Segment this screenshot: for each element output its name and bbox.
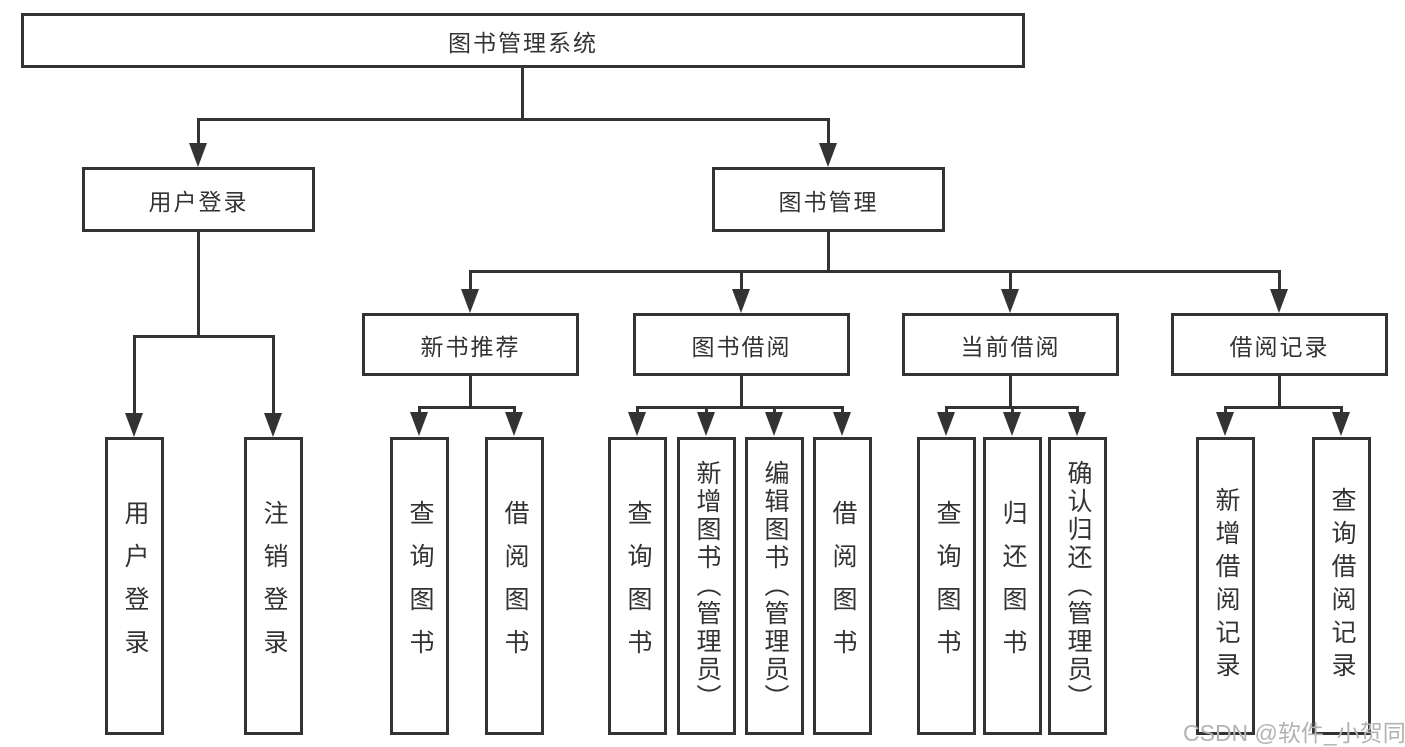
leaf-new-book-borrow-label: 借阅图书: [501, 500, 529, 672]
leaf-current-confirm-return-label: 确认归还（管理员）: [1064, 460, 1092, 712]
leaf-current-confirm-return: 确认归还（管理员）: [1048, 437, 1107, 735]
leaf-current-query-books: 查询图书: [917, 437, 976, 735]
connector-user-login-drop-2: [272, 335, 275, 415]
connector-user-login-drop-1: [133, 335, 136, 415]
leaf-current-return-books-label: 归还图书: [999, 500, 1027, 672]
connector-level3-drop-1: [469, 270, 472, 291]
leaf-borrow-add-books: 新增图书（管理员）: [677, 437, 736, 735]
leaf-user-login-label: 用户登录: [121, 500, 149, 672]
leaf-current-return-books: 归还图书: [983, 437, 1042, 735]
node-book-management: 图书管理: [712, 167, 945, 232]
arrowhead: [732, 289, 750, 313]
connector-book-borrow-drop-1: [636, 406, 639, 415]
leaf-user-login: 用户登录: [105, 437, 164, 735]
leaf-borrow-add-books-label: 新增图书（管理员）: [693, 460, 721, 712]
csdn-watermark: CSDN @软件_小贺同学: [1183, 720, 1405, 746]
leaf-records-add-label: 新增借阅记录: [1212, 487, 1240, 685]
leaf-borrow-edit-books: 编辑图书（管理员）: [745, 437, 804, 735]
arrowhead: [461, 289, 479, 313]
connector-book-borrow-drop-3: [773, 406, 776, 415]
leaf-borrow-edit-books-label: 编辑图书（管理员）: [761, 460, 789, 712]
node-current-borrowing-label: 当前借阅: [960, 333, 1061, 360]
node-root-label: 图书管理系统: [448, 29, 598, 56]
node-user-login: 用户登录: [82, 167, 315, 232]
connector-book-borrow-drop-4: [841, 406, 844, 415]
connector-level3-bar: [469, 270, 1281, 273]
connector-level2-drop-left: [197, 118, 200, 148]
connector-user-login-stem: [197, 232, 200, 335]
leaf-borrow-query-books: 查询图书: [608, 437, 667, 735]
node-current-borrowing: 当前借阅: [902, 313, 1119, 376]
connector-book-borrow-bar: [636, 406, 844, 409]
arrowhead: [125, 413, 143, 437]
connector-level2-drop-right: [827, 118, 830, 148]
leaf-logout-label: 注销登录: [260, 500, 288, 672]
leaf-records-query-label: 查询借阅记录: [1328, 487, 1356, 685]
arrowhead: [1216, 412, 1234, 436]
connector-records-drop-1: [1224, 406, 1227, 415]
node-book-borrowing-label: 图书借阅: [691, 333, 792, 360]
arrowhead: [1068, 412, 1086, 436]
connector-records-drop-2: [1340, 406, 1343, 415]
arrowhead: [937, 412, 955, 436]
connector-user-login-bar: [133, 335, 275, 338]
leaf-records-add: 新增借阅记录: [1196, 437, 1255, 735]
connector-level3-drop-2: [740, 270, 743, 291]
leaf-new-book-query: 查询图书: [390, 437, 449, 735]
connector-records-bar: [1224, 406, 1343, 409]
arrowhead: [819, 143, 837, 167]
connector-level3-drop-3: [1009, 270, 1012, 291]
node-new-book-recommendation-label: 新书推荐: [420, 333, 521, 360]
leaf-records-query: 查询借阅记录: [1312, 437, 1371, 735]
node-book-management-label: 图书管理: [778, 188, 879, 215]
leaf-borrow-borrow-books-label: 借阅图书: [829, 500, 857, 672]
connector-current-borrow-drop-1: [945, 406, 948, 415]
connector-current-borrow-drop-3: [1076, 406, 1079, 415]
connector-new-book-drop-2: [513, 406, 516, 415]
connector-new-book-stem: [469, 376, 472, 406]
node-new-book-recommendation: 新书推荐: [362, 313, 579, 376]
node-borrowing-records: 借阅记录: [1171, 313, 1388, 376]
arrowhead: [410, 412, 428, 436]
arrowhead: [189, 143, 207, 167]
connector-current-borrow-drop-2: [1011, 406, 1014, 415]
connector-book-borrow-stem: [740, 376, 743, 406]
arrowhead: [1332, 412, 1350, 436]
leaf-borrow-query-books-label: 查询图书: [624, 500, 652, 672]
node-root: 图书管理系统: [21, 13, 1025, 68]
arrowhead: [1001, 289, 1019, 313]
connector-book-borrow-drop-2: [705, 406, 708, 415]
connector-level2-bar: [197, 118, 830, 121]
leaf-new-book-query-label: 查询图书: [406, 500, 434, 672]
node-borrowing-records-label: 借阅记录: [1229, 333, 1330, 360]
arrowhead: [697, 412, 715, 436]
connector-current-borrow-stem: [1009, 376, 1012, 406]
arrowhead: [1270, 289, 1288, 313]
connector-new-book-drop-1: [418, 406, 421, 415]
leaf-borrow-borrow-books: 借阅图书: [813, 437, 872, 735]
arrowhead: [505, 412, 523, 436]
node-user-login-label: 用户登录: [148, 188, 249, 215]
arrowhead: [628, 412, 646, 436]
leaf-logout: 注销登录: [244, 437, 303, 735]
connector-book-management-stem: [827, 232, 830, 270]
arrowhead: [1003, 412, 1021, 436]
leaf-current-query-books-label: 查询图书: [933, 500, 961, 672]
arrowhead: [264, 413, 282, 437]
connector-root-stem: [521, 68, 524, 118]
leaf-new-book-borrow: 借阅图书: [485, 437, 544, 735]
connector-level3-drop-4: [1278, 270, 1281, 291]
connector-records-stem: [1278, 376, 1281, 406]
connector-new-book-bar: [418, 406, 516, 409]
arrowhead: [833, 412, 851, 436]
arrowhead: [765, 412, 783, 436]
node-book-borrowing: 图书借阅: [633, 313, 850, 376]
